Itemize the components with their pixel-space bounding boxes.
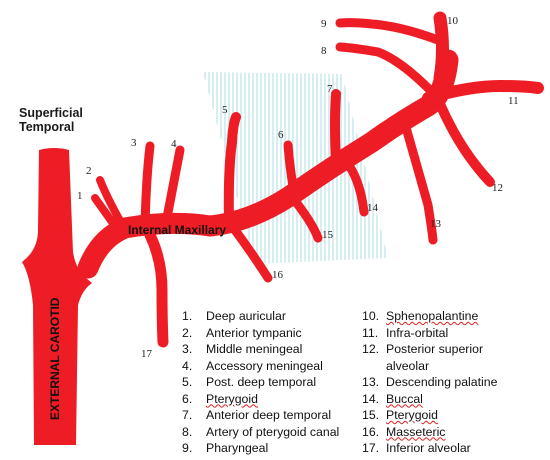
legend-item-17: 17.Inferior alveolar [362,441,471,455]
branch-number-13: 13 [430,218,442,230]
legend-item-5: 5.Post. deep temporal [182,375,317,389]
branch-number-17: 17 [141,348,153,360]
branch-number-8: 8 [321,45,327,57]
branch-12-posterior-superior-alveolar [435,99,495,187]
legend-item-14: 14.Buccal [362,391,423,406]
branch-6-pterygoid [283,140,299,197]
branch-number-4: 4 [171,138,177,150]
branch-16-masseteric [227,221,273,283]
branch-number-12: 12 [492,182,503,194]
legend-item-2: 2.Anterior tympanic [182,325,302,340]
branch-number-6: 6 [278,129,284,141]
legend-item-4: 4.Accessory meningeal [182,358,323,373]
internal-maxillary-label: Internal Maxillary [128,223,226,237]
legend-item-9: 9.Pharyngeal [182,441,269,455]
external-carotid-trunk [22,148,92,445]
branch-13-descending-palatine [400,119,438,245]
branch-11-infra-orbital [422,80,544,104]
branch-number-16: 16 [272,269,284,281]
legend-item-8: 8.Artery of pterygoid canal [182,424,340,439]
branch-number-10: 10 [447,15,459,27]
legend-right: 10.Sphenopalantine 11.Infra-orbital 12.P… [362,308,506,457]
legend-item-6: 6.Pterygoid [182,391,258,406]
legend-item-12: 12.Posterior superior alveolar [362,342,484,373]
legend-item-11: 11.Infra-orbital [362,325,449,340]
legend-item-15: 15.Pterygoid [362,408,438,422]
branch-2-anterior-tympanic [96,176,127,230]
branch-4-accessory-meningeal [160,145,185,233]
branch-5-post-deep-temporal [223,112,241,227]
legend-item-16: 16.Masseteric [362,424,446,439]
legend-left: 1.Deep auricular 2.Anterior tympanic 3.M… [182,308,339,457]
legend-item-1: 1.Deep auricular [182,309,286,323]
branch-7-anterior-deep-temporal [330,89,341,171]
branch-number-15: 15 [322,229,334,241]
legend-item-3: 3.Middle meningeal [182,342,303,356]
branch-number-2: 2 [86,165,92,177]
branch-number-1: 1 [77,190,83,202]
branch-8-pterygoid-canal [335,42,435,95]
legend-item-10: 10.Sphenopalantine [362,309,479,323]
branch-number-14: 14 [367,202,379,214]
branch-3-middle-meningeal [140,141,155,233]
legend-item-13: 13.Descending palatine [362,375,498,389]
branch-15-pterygoid [287,192,323,243]
legend-item-7: 7.Anterior deep temporal [182,408,332,422]
branch-number-9: 9 [321,18,327,30]
branch-numbers: 1 2 3 4 5 6 7 8 9 10 11 12 13 14 15 16 1… [77,15,519,360]
superficial-temporal-label: Superficial Temporal [19,106,86,134]
branch-9-pharyngeal [335,18,443,45]
branch-number-7: 7 [327,83,333,95]
branch-17-inferior-alveolar [144,229,169,348]
branch-1-deep-auricular [91,194,119,230]
branch-number-3: 3 [131,137,137,149]
branch-number-5: 5 [222,104,228,116]
branch-10-stem [433,11,449,85]
external-carotid-label: EXTERNAL CAROTID [48,297,62,420]
branch-14-buccal [340,155,369,217]
branch-number-11: 11 [508,95,519,107]
